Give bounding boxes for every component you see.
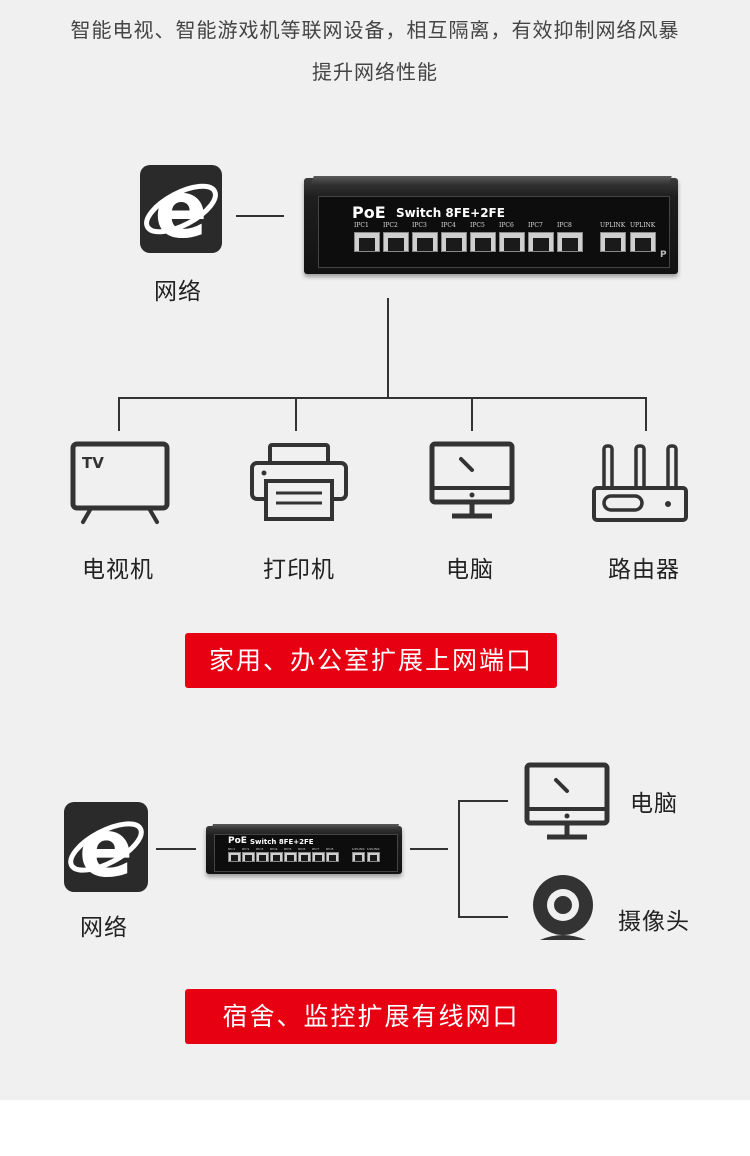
switch-port-label: IPC4 bbox=[441, 222, 456, 229]
tv-text: TV bbox=[82, 454, 104, 472]
ie-icon-2: e bbox=[64, 802, 148, 892]
switch-small-ethernet-port bbox=[326, 852, 339, 862]
switch-small-ethernet-port bbox=[284, 852, 297, 862]
switch-small-port-label: IPC4 bbox=[270, 847, 278, 851]
switch-model: Switch 8FE+2FE bbox=[396, 206, 505, 220]
switch-port-label: IPC7 bbox=[528, 222, 543, 229]
switch-small-uplink-label: UPLINK bbox=[367, 847, 380, 851]
intro-line-2: 提升网络性能 bbox=[312, 60, 438, 84]
tree-trunk bbox=[387, 298, 389, 398]
switch-small-uplink-port bbox=[352, 852, 365, 862]
switch-small-ethernet-port bbox=[256, 852, 269, 862]
switch-model-2: Switch 8FE+2FE bbox=[250, 838, 314, 846]
switch-small-ethernet-port bbox=[242, 852, 255, 862]
tree-drop-tv bbox=[118, 397, 120, 431]
tree-branch bbox=[118, 397, 647, 399]
switch-small-port-label: IPC5 bbox=[284, 847, 292, 851]
switch-uplink-port bbox=[600, 232, 626, 252]
network-label-2: 网络 bbox=[80, 915, 128, 941]
switch-small-port-label: IPC3 bbox=[256, 847, 264, 851]
switch-small-port-label: IPC8 bbox=[326, 847, 334, 851]
device-label-computer: 电脑 bbox=[446, 557, 494, 583]
switch-port-label: IPC5 bbox=[470, 222, 485, 229]
switch-ethernet-port bbox=[354, 232, 380, 252]
tree-drop-router bbox=[645, 397, 647, 431]
switch-small-port-label: IPC1 bbox=[228, 847, 236, 851]
camera-icon bbox=[533, 875, 593, 940]
connector-line-3 bbox=[410, 848, 448, 850]
connector-line-2 bbox=[156, 848, 196, 850]
svg-text:e: e bbox=[79, 802, 133, 892]
switch-port-label: IPC6 bbox=[499, 222, 514, 229]
tv-icon: TV bbox=[70, 441, 170, 524]
computer-icon bbox=[429, 441, 515, 519]
switch-uplink-label: UPLINK bbox=[600, 222, 626, 229]
switch-ethernet-port bbox=[557, 232, 583, 252]
switch-top bbox=[310, 176, 672, 186]
switch-uplink-port bbox=[630, 232, 656, 252]
switch-mark: P bbox=[660, 250, 667, 260]
switch-port-label: IPC1 bbox=[354, 222, 369, 229]
router-icon bbox=[592, 444, 688, 522]
switch-port-label: IPC8 bbox=[557, 222, 572, 229]
switch-small-ethernet-port bbox=[312, 852, 325, 862]
device-label-router: 路由器 bbox=[608, 557, 680, 583]
switch-small-port-label: IPC2 bbox=[242, 847, 250, 851]
switch-ethernet-port bbox=[499, 232, 525, 252]
switch-brand-2: PoE bbox=[228, 836, 247, 846]
switch-small-ethernet-port bbox=[298, 852, 311, 862]
branch-to-computer bbox=[458, 800, 508, 802]
tree-drop-printer bbox=[295, 397, 297, 431]
banner-dorm-monitor: 宿舍、监控扩展有线网口 bbox=[185, 989, 557, 1044]
switch-ethernet-port bbox=[383, 232, 409, 252]
connector-line bbox=[236, 215, 284, 217]
switch-top-2 bbox=[210, 824, 400, 830]
switch-small-port-label: IPC6 bbox=[298, 847, 306, 851]
svg-text:e: e bbox=[155, 166, 208, 253]
switch-small-uplink-port bbox=[367, 852, 380, 862]
device-label-tv: 电视机 bbox=[82, 557, 154, 583]
intro-line-1: 智能电视、智能游戏机等联网设备，相互隔离，有效抑制网络风暴 bbox=[70, 18, 680, 42]
switch-small-port-label: IPC7 bbox=[312, 847, 320, 851]
branch-vertical bbox=[458, 800, 460, 918]
switch-ethernet-port bbox=[412, 232, 438, 252]
branch-to-camera bbox=[458, 916, 508, 918]
switch-port-label: IPC3 bbox=[412, 222, 427, 229]
switch-uplink-label: UPLINK bbox=[630, 222, 656, 229]
printer-icon bbox=[250, 443, 348, 521]
switch-small-ethernet-port bbox=[228, 852, 241, 862]
computer-icon-2 bbox=[524, 762, 610, 840]
tree-drop-computer bbox=[471, 397, 473, 431]
switch-ethernet-port bbox=[528, 232, 554, 252]
switch-port-label: IPC2 bbox=[383, 222, 398, 229]
switch-brand: PoE bbox=[352, 203, 386, 222]
switch-ethernet-port bbox=[470, 232, 496, 252]
device-label-printer: 打印机 bbox=[263, 557, 335, 583]
switch-small-uplink-label: UPLINK bbox=[352, 847, 365, 851]
banner-home-office: 家用、办公室扩展上网端口 bbox=[185, 633, 557, 688]
device-label-camera: 摄像头 bbox=[618, 909, 690, 935]
switch-small-ethernet-port bbox=[270, 852, 283, 862]
switch-ethernet-port bbox=[441, 232, 467, 252]
device-label-computer-2: 电脑 bbox=[630, 791, 678, 817]
network-label-1: 网络 bbox=[154, 279, 202, 305]
ie-icon: e bbox=[140, 165, 222, 253]
